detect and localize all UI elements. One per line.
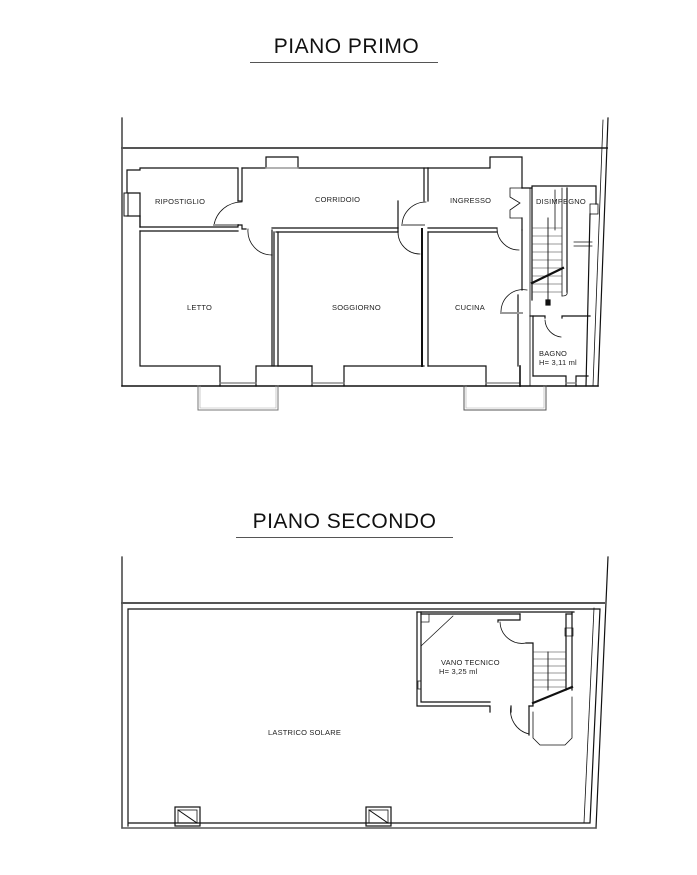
room-label-cucina: CUCINA — [455, 303, 485, 312]
floor-plan-piano-secondo — [121, 556, 609, 829]
floor-title-piano-primo: PIANO PRIMO — [273, 35, 420, 58]
room-label-vano-tecnico: VANO TECNICO — [441, 658, 500, 667]
room-height-vano-tecnico: H= 3,25 ml — [439, 667, 478, 676]
room-label-bagno: BAGNO — [539, 349, 567, 358]
room-label-soggiorno: SOGGIORNO — [332, 303, 381, 312]
title-underline — [250, 62, 438, 63]
skylight-left — [174, 806, 201, 827]
skylight-right — [365, 806, 392, 827]
room-label-corridoio: CORRIDOIO — [315, 195, 360, 204]
title-underline — [236, 537, 453, 538]
room-label-ingresso: INGRESSO — [450, 196, 491, 205]
floor-title-piano-secondo: PIANO SECONDO — [252, 510, 437, 533]
room-label-ripostiglio: RIPOSTIGLIO — [155, 197, 205, 206]
floor-plan-piano-primo — [121, 117, 609, 411]
room-label-letto: LETTO — [187, 303, 212, 312]
room-label-lastrico-solare: LASTRICO SOLARE — [268, 728, 341, 737]
room-label-disimpegno: DISIMPEGNO — [536, 197, 586, 206]
room-height-bagno: H= 3,11 ml — [539, 358, 577, 367]
